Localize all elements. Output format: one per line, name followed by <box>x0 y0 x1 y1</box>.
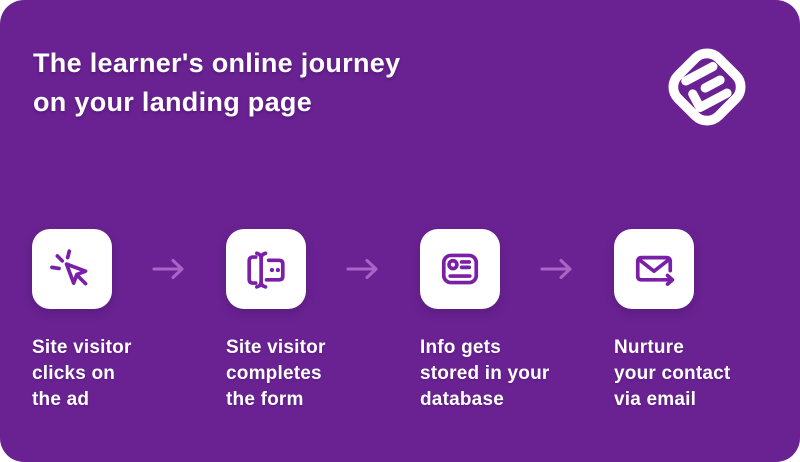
right-arrow-icon <box>346 258 378 280</box>
icon-tile <box>420 229 500 309</box>
right-arrow-icon <box>152 258 184 280</box>
icon-tile <box>614 229 694 309</box>
step-visitor-completes-form: Site visitor completes the form <box>226 229 412 413</box>
label-line: Site visitor <box>226 337 326 358</box>
title-line-1: The learner's online journey <box>33 48 401 78</box>
title-line-2: on your landing page <box>33 87 313 117</box>
step-label: Info gets stored in your database <box>420 335 606 413</box>
step-info-stored-database: Info gets stored in your database <box>420 229 606 413</box>
label-line: Nurture <box>614 337 685 358</box>
label-line: database <box>420 389 504 410</box>
icon-tile <box>226 229 306 309</box>
cursor-click-icon <box>50 249 88 286</box>
learnworlds-logo-icon <box>668 48 746 126</box>
label-line: the form <box>226 389 304 410</box>
email-send-icon <box>635 255 675 287</box>
label-line: Site visitor <box>32 337 132 358</box>
right-arrow-icon <box>540 258 572 280</box>
step-label: Site visitor clicks on the ad <box>32 335 218 413</box>
label-line: stored in your <box>420 363 550 384</box>
step-label: Nurture your contact via email <box>614 335 800 413</box>
step-nurture-via-email: Nurture your contact via email <box>614 229 800 413</box>
label-line: the ad <box>32 389 90 410</box>
database-card-icon <box>441 253 479 285</box>
label-line: clicks on <box>32 363 116 384</box>
label-line: your contact <box>614 363 731 384</box>
label-line: via email <box>614 389 697 410</box>
step-label: Site visitor completes the form <box>226 335 412 413</box>
label-line: Info gets <box>420 337 501 358</box>
step-visitor-clicks-ad: Site visitor clicks on the ad <box>32 229 218 413</box>
icon-tile <box>32 229 112 309</box>
form-input-icon <box>247 251 285 289</box>
page-title: The learner's online journey on your lan… <box>33 44 400 122</box>
label-line: completes <box>226 363 322 384</box>
